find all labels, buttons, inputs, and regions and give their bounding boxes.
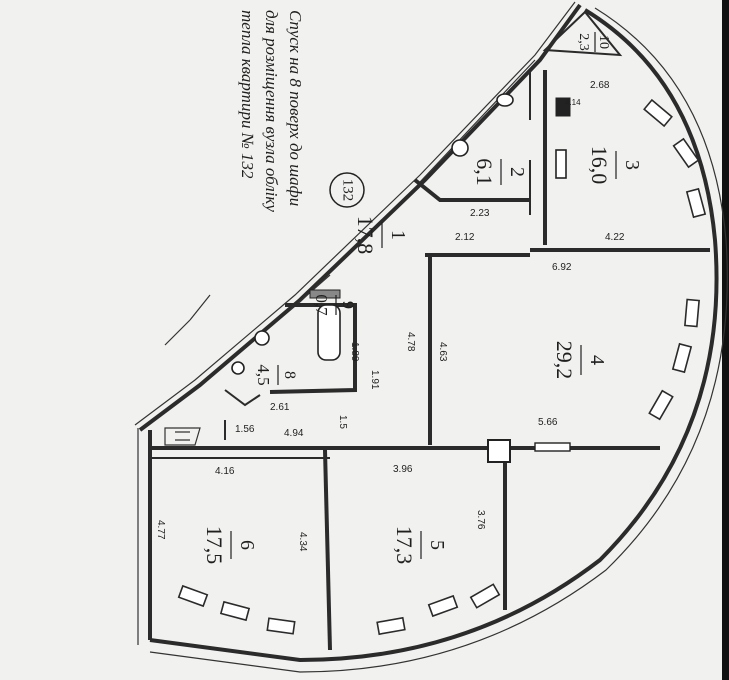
svg-text:3: 3 xyxy=(621,160,643,170)
room-label-6: 6 17,5 xyxy=(202,526,258,565)
svg-text:2.23: 2.23 xyxy=(470,208,490,219)
kitchen-sink xyxy=(555,149,567,179)
room-label-8: 8 4,5 xyxy=(254,364,298,385)
svg-text:29,2: 29,2 xyxy=(552,341,577,380)
svg-text:2.61: 2.61 xyxy=(270,402,290,413)
svg-text:9: 9 xyxy=(339,301,356,309)
note-line-1: Спуск на 8 поверх до шафи xyxy=(286,10,305,206)
svg-text:2,3: 2,3 xyxy=(576,33,591,51)
svg-text:5.66: 5.66 xyxy=(538,417,558,428)
wall-room2-bottom xyxy=(413,178,530,202)
svg-text:4.94: 4.94 xyxy=(284,428,304,439)
svg-text:3.76: 3.76 xyxy=(475,510,486,530)
apartment-number: 132 xyxy=(340,179,356,202)
room-label-10: 10 2,3 xyxy=(576,32,611,52)
svg-text:1: 1 xyxy=(387,230,409,240)
svg-text:6: 6 xyxy=(236,540,258,550)
windows xyxy=(177,98,707,636)
towel-rail xyxy=(309,289,341,299)
svg-text:1.89: 1.89 xyxy=(349,342,360,362)
svg-text:4.77: 4.77 xyxy=(155,520,166,540)
room-label-4: 4 29,2 xyxy=(552,341,608,380)
svg-text:4,5: 4,5 xyxy=(254,364,273,385)
svg-text:1.56: 1.56 xyxy=(235,424,255,435)
svg-text:2: 2 xyxy=(506,167,528,177)
room-label-2: 2 6,1 xyxy=(472,158,528,186)
paper-edge-shadow xyxy=(722,0,729,680)
room-10-outline xyxy=(542,10,623,57)
room-labels: 1 17,8 2 6,1 3 16,0 4 29,2 5 17,3 xyxy=(202,32,643,564)
radiator xyxy=(534,442,571,452)
svg-text:3.96: 3.96 xyxy=(393,464,413,475)
toilet xyxy=(231,361,245,375)
svg-text:2.12: 2.12 xyxy=(455,232,475,243)
entrance-door-frame xyxy=(164,427,201,446)
note-leader xyxy=(189,294,211,321)
svg-text:4.63: 4.63 xyxy=(437,342,448,362)
note-leader-2 xyxy=(164,319,191,346)
curved-wall-outer-line xyxy=(149,7,728,673)
svg-text:16,0: 16,0 xyxy=(587,146,612,185)
svg-text:4.34: 4.34 xyxy=(297,532,308,552)
stove xyxy=(555,97,571,117)
curved-exterior-wall xyxy=(149,8,719,663)
svg-text:1.91: 1.91 xyxy=(369,370,380,390)
washbasin-2 xyxy=(451,139,469,157)
note-line-3: тепла квартири № 132 xyxy=(238,10,257,179)
svg-text:6,1: 6,1 xyxy=(472,158,497,186)
svg-text:8: 8 xyxy=(281,371,298,379)
toilet-2 xyxy=(496,93,514,107)
room-label-5: 5 17,3 xyxy=(392,526,448,565)
svg-text:0,7: 0,7 xyxy=(312,294,331,316)
svg-text:4: 4 xyxy=(586,355,608,365)
room-label-1: 1 17,8 xyxy=(353,216,409,255)
svg-text:4.16: 4.16 xyxy=(215,466,235,477)
handwritten-note: Спуск на 8 поверх до шафи для розміщення… xyxy=(238,10,305,212)
svg-text:4.22: 4.22 xyxy=(605,232,625,243)
svg-text:17,8: 17,8 xyxy=(353,216,378,255)
room-label-3: 3 16,0 xyxy=(587,146,643,185)
bathtub xyxy=(317,304,341,361)
diagonal-wall-outer-line xyxy=(134,1,576,426)
washbasin-1 xyxy=(254,330,270,346)
svg-text:4.14: 4.14 xyxy=(565,98,581,107)
note-line-2: для розміщення вузла обліку xyxy=(262,10,281,212)
dimension-labels: 2.68 2.23 2.12 4.22 6.92 4.78 4.63 5.66 … xyxy=(155,80,625,552)
svg-text:1.5: 1.5 xyxy=(337,415,348,429)
apartment-number-badge: 132 xyxy=(329,172,365,208)
wall-bathroom xyxy=(269,303,357,394)
svg-text:4.78: 4.78 xyxy=(405,332,416,352)
room-label-9: 9 0,7 xyxy=(312,294,356,316)
svg-text:17,5: 17,5 xyxy=(202,526,227,565)
svg-text:6.92: 6.92 xyxy=(552,262,572,273)
svg-text:17,3: 17,3 xyxy=(392,526,417,565)
wall-room5-room6 xyxy=(323,449,332,651)
svg-text:2.68: 2.68 xyxy=(590,80,610,91)
svg-text:5: 5 xyxy=(426,540,448,550)
structural-column xyxy=(487,439,511,463)
bathroom-fixtures xyxy=(231,93,571,375)
